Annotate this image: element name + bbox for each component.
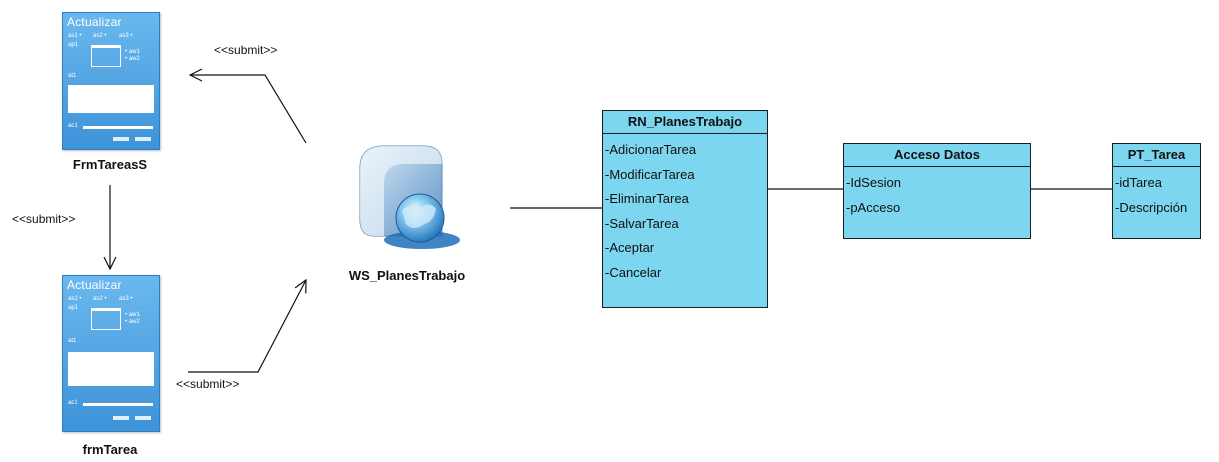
class-attribute: -pAcceso [846, 199, 901, 215]
class-box-acceso-datos: Acceso Datos -IdSesion -pAcceso [843, 143, 1031, 239]
class-name: PT_Tarea [1113, 144, 1200, 167]
class-name: RN_PlanesTrabajo [603, 111, 767, 134]
class-attribute: -Aceptar [605, 240, 655, 255]
class-attribute: -idTarea [1115, 175, 1162, 190]
form-field-label: • aw2 [125, 319, 140, 325]
submit-stereotype-bottom: <<submit>> [176, 377, 240, 391]
class-attribute: -EliminarTarea [605, 191, 689, 206]
web-service-globe-icon [359, 145, 460, 249]
form-button [113, 137, 129, 141]
form-list-box [91, 45, 121, 67]
form-combo-field [83, 126, 153, 129]
submit-link-bottom [188, 280, 306, 373]
form-text-area [68, 352, 154, 386]
form-page-icon: Actualizar as1 • as2 • as3 • ap1 • aw1 •… [62, 275, 160, 432]
class-box-rn-planestrabajo: RN_PlanesTrabajo -AdicionarTarea -Modifi… [602, 110, 768, 308]
class-attribute: -Cancelar [605, 264, 662, 280]
class-attribute: -AdicionarTarea [605, 142, 697, 157]
form-field-label: • aw1 [125, 312, 140, 318]
form-field-label: as2 • [93, 33, 107, 39]
form-field-label: as1 • [68, 296, 82, 302]
form-list-box [91, 308, 121, 330]
submit-stereotype-top: <<submit>> [214, 43, 278, 57]
class-box-pt-tarea: PT_Tarea -idTarea -Descripción [1112, 143, 1201, 239]
form-field-label: at1 [68, 338, 77, 344]
submit-stereotype-middle: <<submit>> [12, 212, 76, 226]
form-name-label: frmTarea [82, 442, 138, 457]
form-field-label: as2 • [93, 296, 107, 302]
form-field-label: ac1 [68, 400, 78, 406]
class-name: Acceso Datos [844, 144, 1030, 167]
web-service-name: WS_PlanesTrabajo [348, 268, 466, 283]
form-button [135, 137, 151, 141]
form-field-label: ap1 [68, 42, 79, 48]
form-field-label: at1 [68, 73, 77, 79]
form-field-label: as3 • [119, 33, 133, 39]
form-combo-field [83, 403, 153, 406]
form-text-area [68, 85, 154, 113]
form-field-label: ac1 [68, 123, 78, 129]
class-attribute: -SalvarTarea [605, 215, 679, 231]
class-attribute: -Descripción [1115, 199, 1188, 215]
form-field-label: • aw2 [125, 56, 140, 62]
form-title: Actualizar [67, 278, 122, 292]
form-field-label: • aw1 [125, 49, 140, 55]
form-field-label: as1 • [68, 33, 82, 39]
form-button [113, 416, 129, 420]
form-field-label: ap1 [68, 305, 79, 311]
form-name-label: FrmTareasS [72, 157, 148, 172]
class-attribute: -ModificarTarea [605, 166, 695, 182]
submit-link-top [190, 75, 307, 144]
form-title: Actualizar [67, 15, 122, 29]
class-attribute: -IdSesion [846, 175, 901, 190]
form-page-icon: Actualizar as1 • as2 • as3 • ap1 • aw1 •… [62, 12, 160, 150]
form-field-label: as3 • [119, 296, 133, 302]
form-button [135, 416, 151, 420]
